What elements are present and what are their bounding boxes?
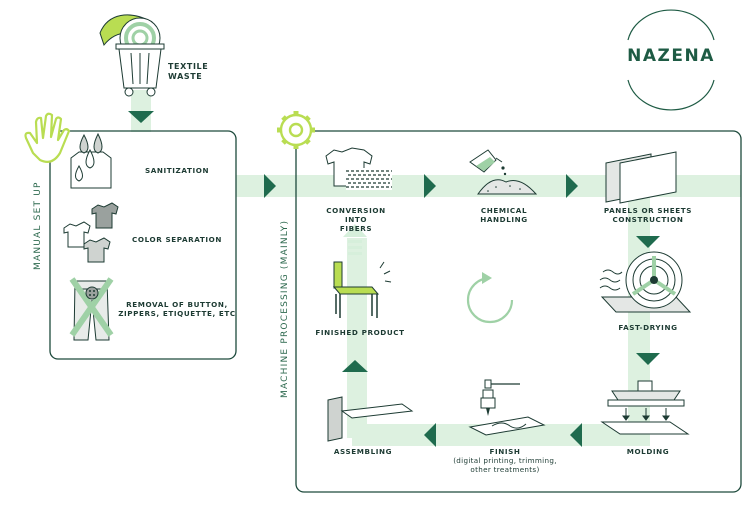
sanitization-label: SANITIZATION — [144, 166, 210, 175]
chemical-line1: CHEMICAL — [480, 206, 528, 215]
molding-label: MOLDING — [626, 447, 670, 456]
fast-drying-label: FAST-DRYING — [618, 323, 678, 332]
color-separation-label: COLOR SEPARATION — [132, 235, 222, 244]
cycle-icon — [466, 272, 514, 324]
removal-label: REMOVAL OF BUTTON, ZIPPERS, ETIQUETTE, E… — [118, 300, 236, 318]
machine-processing-label: MACHINE PROCESSING (MAINLY) — [280, 219, 290, 398]
fibers-icon — [325, 147, 392, 190]
removal-line1: REMOVAL OF BUTTON, — [126, 300, 228, 309]
panels-icon — [605, 151, 677, 204]
finish-sub-line1: (digital printing, trimming, — [453, 456, 557, 465]
hand-icon — [24, 112, 71, 163]
brand-logo — [627, 9, 715, 111]
conversion-line2: FIBERS — [339, 224, 373, 233]
assembling-label: ASSEMBLING — [333, 447, 393, 456]
chair-icon — [332, 261, 392, 318]
color-separation-icon — [63, 202, 119, 263]
sanitization-icon — [70, 132, 112, 189]
brand-name: NAZENA — [627, 46, 715, 66]
finish-sub-line2: other treatments) — [470, 465, 540, 474]
fan-dryer-icon — [599, 251, 692, 313]
chemical-line2: HANDLING — [480, 215, 528, 224]
molding-press-icon — [600, 380, 690, 435]
finish-label: FINISH (digital printing, trimming, othe… — [440, 447, 570, 474]
conversion-label: CONVERSION INTO FIBERS — [315, 206, 397, 233]
removal-pants-icon — [69, 277, 114, 341]
conversion-line1: CONVERSION INTO — [326, 206, 386, 224]
chemical-label: CHEMICAL HANDLING — [466, 206, 542, 224]
textile-waste-label: TEXTILE WASTE — [168, 62, 228, 82]
removal-line2: ZIPPERS, ETIQUETTE, ETC — [118, 309, 236, 318]
textile-waste-line2: WASTE — [168, 72, 203, 81]
machine-processing-box — [295, 130, 742, 493]
dashed-up-arrow — [343, 224, 367, 255]
printer-nozzle-icon — [468, 379, 546, 436]
panels-label: PANELS OR SHEETS CONSTRUCTION — [598, 206, 698, 224]
chemical-flask-icon — [469, 149, 538, 195]
assembling-panels-icon — [327, 396, 414, 442]
finished-product-label: FINISHED PRODUCT — [315, 328, 405, 337]
gear-icon — [277, 111, 315, 149]
textile-waste-line1: TEXTILE — [168, 62, 209, 71]
textile-bin-icon — [99, 14, 165, 97]
finish-title: FINISH — [489, 447, 521, 456]
panels-line1: PANELS OR SHEETS — [603, 206, 693, 215]
flow-arrows — [128, 111, 660, 447]
panels-line2: CONSTRUCTION — [612, 215, 684, 224]
manual-setup-box — [49, 130, 237, 360]
manual-setup-label: MANUAL SET UP — [33, 181, 43, 270]
